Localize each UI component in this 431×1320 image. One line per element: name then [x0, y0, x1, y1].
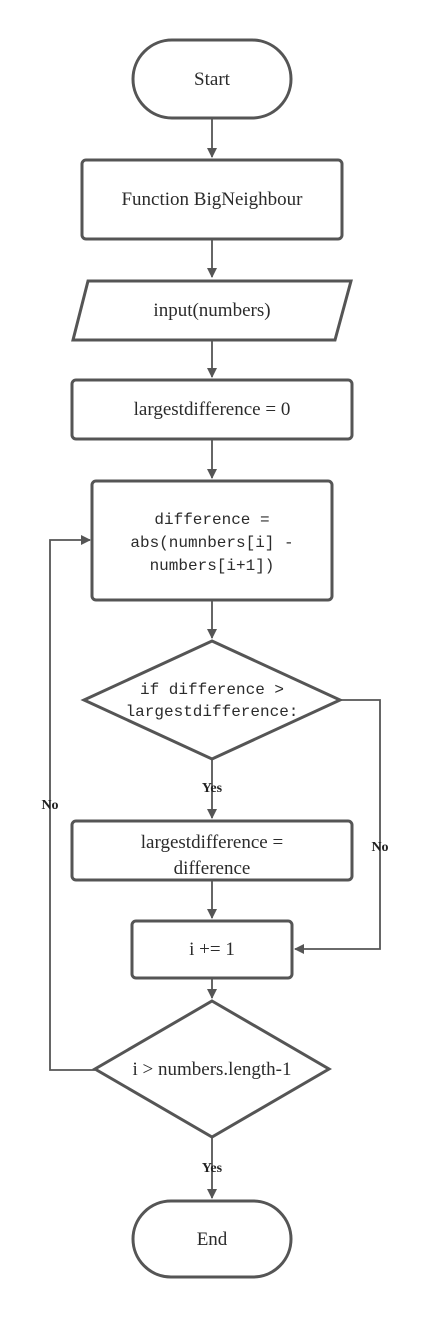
input-parallelogram: [71, 279, 353, 342]
decision2-yes-label: Yes: [202, 1161, 223, 1176]
connectors: [49, 119, 381, 1199]
difference-process: [90, 479, 334, 602]
function-label: Function BigNeighbour: [121, 189, 303, 210]
assign-process: [70, 819, 354, 882]
increment-process: [130, 919, 294, 980]
decision1-no-label: No: [371, 840, 388, 855]
end-label: End: [197, 1229, 228, 1250]
start-terminal: [131, 38, 293, 120]
decision2-diamond: [92, 999, 332, 1139]
decision1-label-line1: if difference >: [140, 681, 284, 699]
arrow-decision2-no-loop: [49, 535, 95, 1071]
assign-label-line2: difference: [174, 858, 251, 879]
decision2-label: i > numbers.length-1: [133, 1059, 292, 1080]
edge-labels: Yes No Yes No: [41, 781, 388, 1176]
node-labels: Start Function BigNeighbour input(number…: [121, 69, 303, 1250]
function-process: [80, 158, 344, 241]
difference-label-line1: difference =: [154, 511, 269, 529]
difference-label-line2: abs(numnbers[i] -: [130, 534, 293, 552]
increment-label: i += 1: [189, 939, 235, 960]
init-process: [70, 378, 354, 441]
decision1-diamond: [80, 639, 344, 761]
difference-label-line3: numbers[i+1]): [150, 557, 275, 575]
decision2-no-label: No: [41, 798, 58, 813]
arrow-decision1-no: [294, 699, 381, 954]
assign-label-line1: largestdifference =: [141, 832, 283, 853]
input-label: input(numbers): [153, 300, 270, 321]
decision1-label-line2: largestdifference:: [126, 703, 299, 721]
init-label: largestdifference = 0: [134, 399, 291, 420]
end-terminal: [131, 1199, 293, 1279]
decision1-yes-label: Yes: [202, 781, 223, 796]
start-label: Start: [194, 69, 231, 90]
shapes: [70, 38, 354, 1279]
